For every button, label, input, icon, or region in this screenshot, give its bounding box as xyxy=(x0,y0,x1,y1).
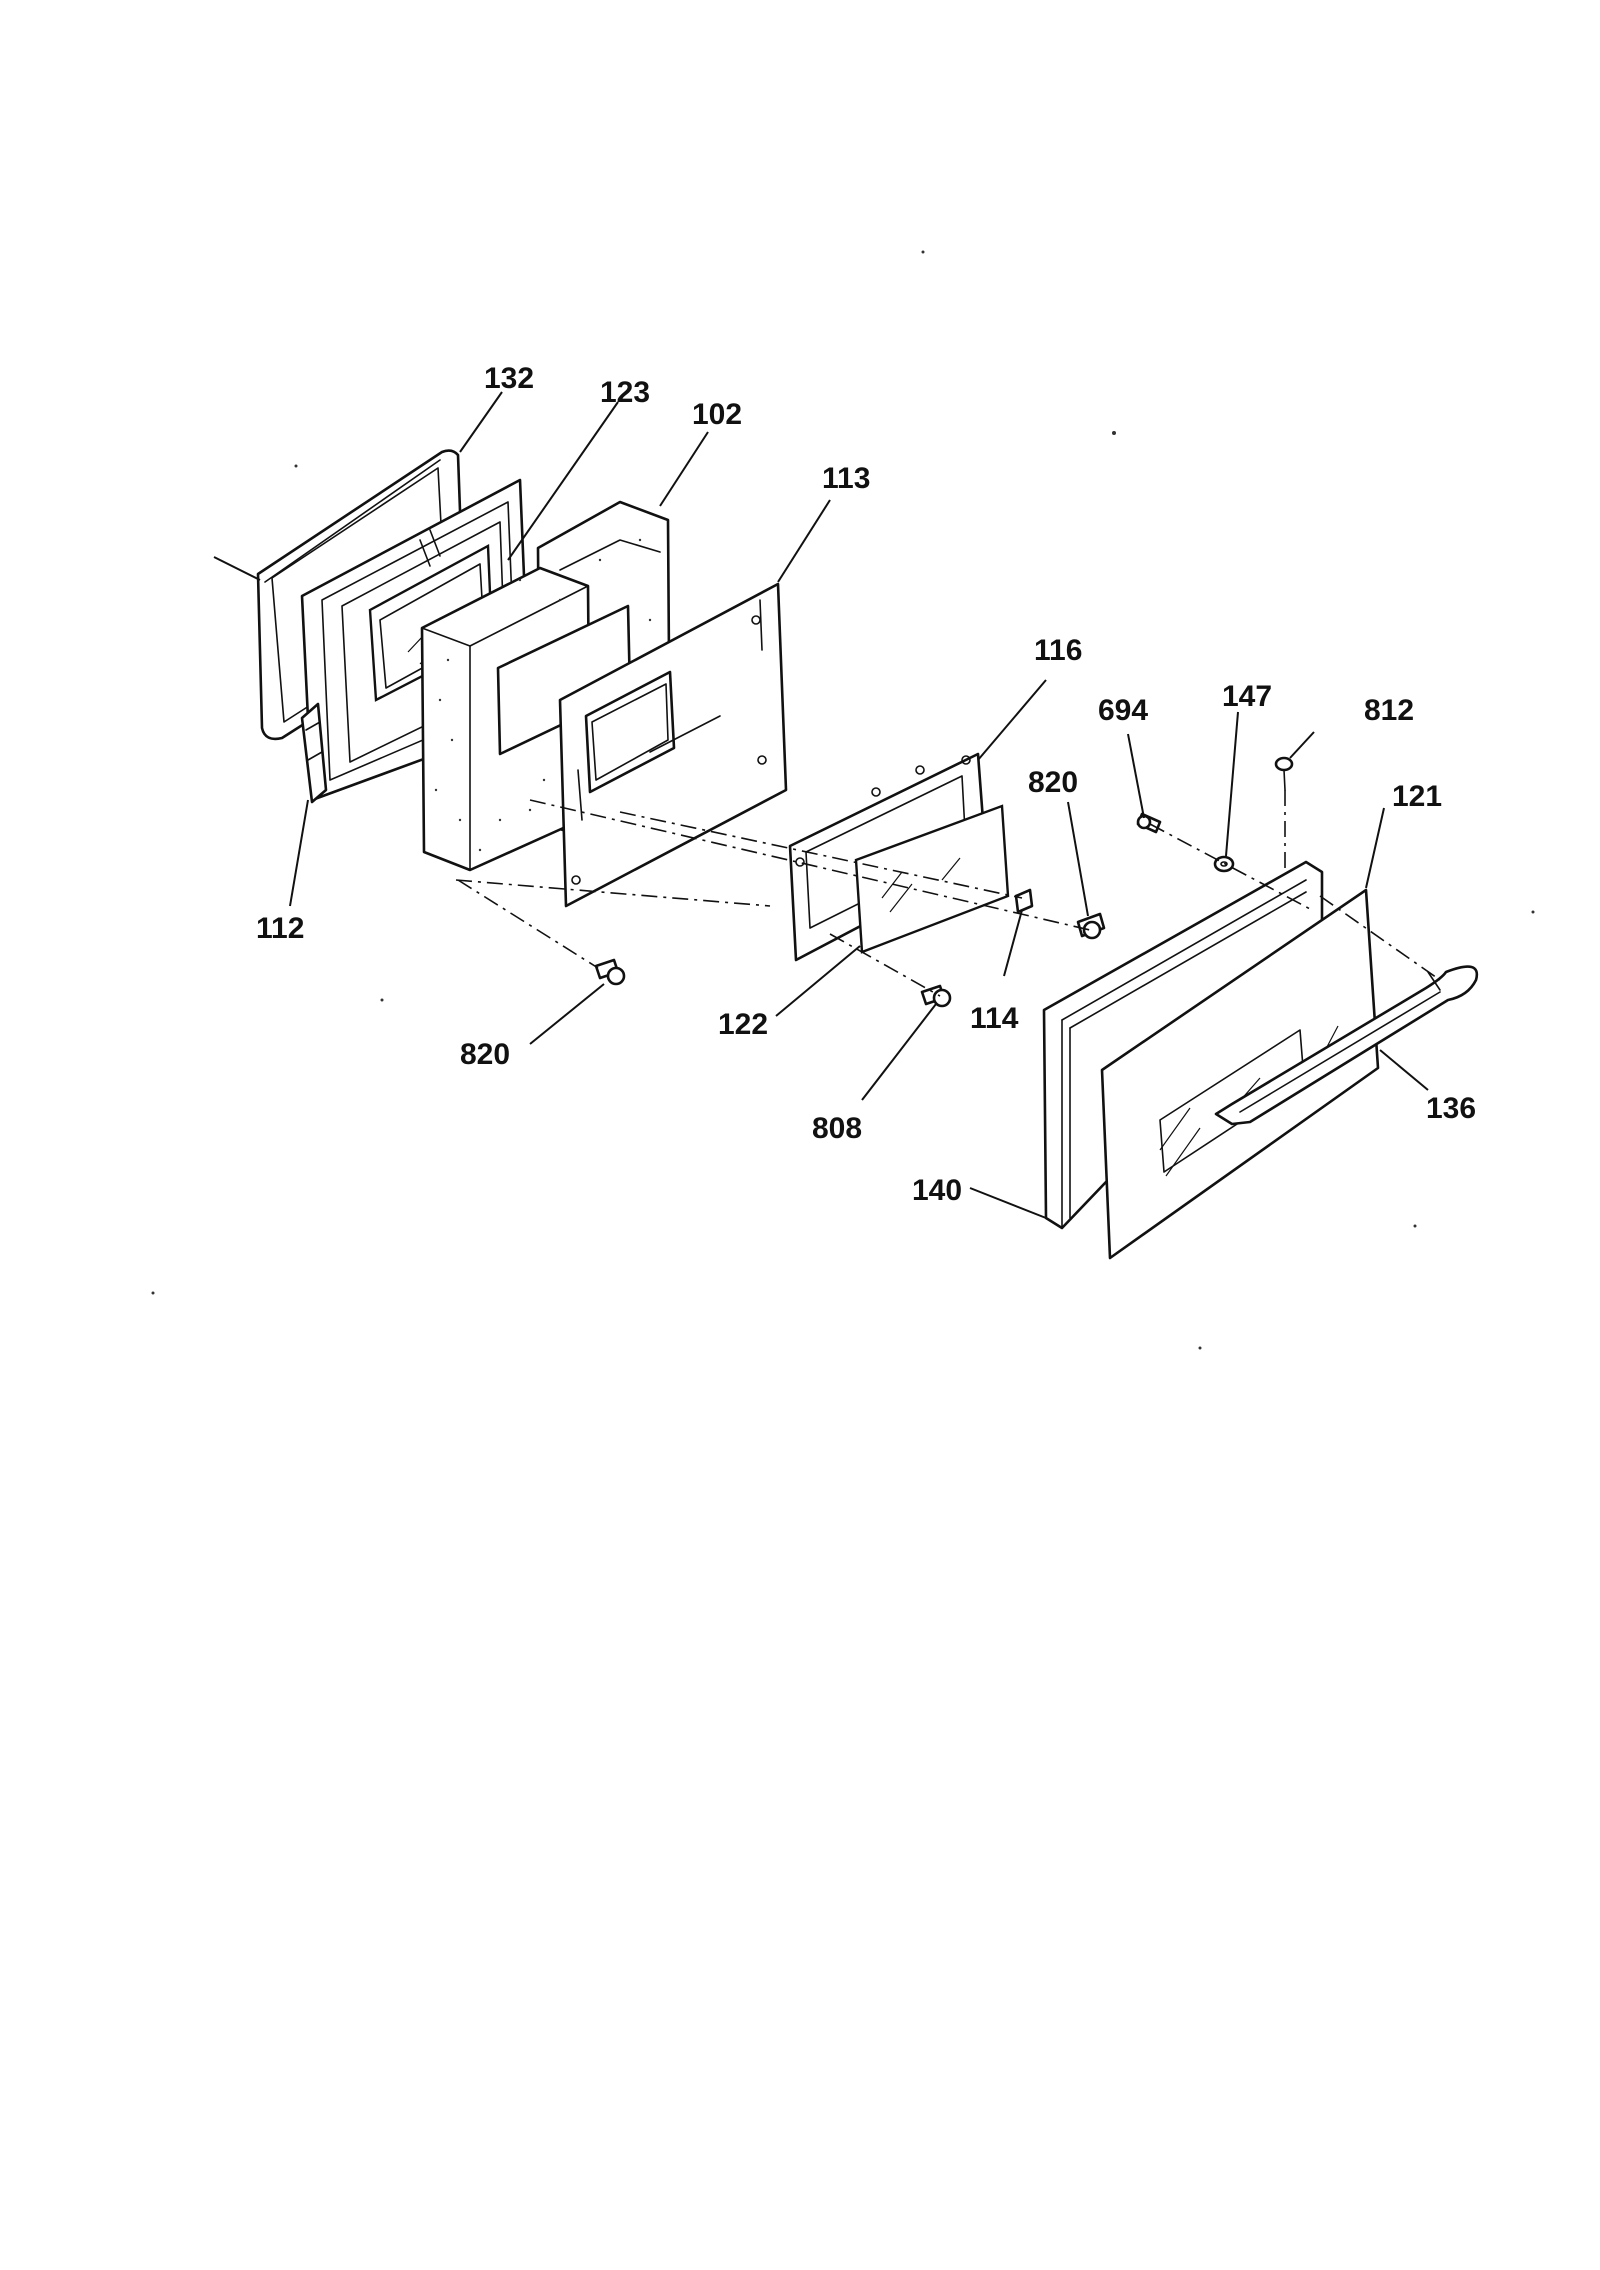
part-820-screw-lower xyxy=(594,958,626,986)
part-694-screw xyxy=(1136,812,1162,834)
part-812-screw xyxy=(1274,756,1294,791)
callout-140: 140 xyxy=(912,1174,962,1207)
callout-147: 147 xyxy=(1222,680,1272,713)
callout-116: 116 xyxy=(1034,634,1082,667)
callout-121: 121 xyxy=(1392,780,1442,813)
part-113-door-liner xyxy=(558,582,788,908)
callout-labels: 132 123 102 113 116 694 147 812 820 121 … xyxy=(256,362,1476,1207)
callout-122: 122 xyxy=(718,1008,768,1041)
part-114-glass-clip xyxy=(1014,888,1034,914)
callout-113: 113 xyxy=(822,462,870,495)
callout-112: 112 xyxy=(256,912,304,945)
part-136-door-handle xyxy=(1214,965,1479,1126)
part-820-screw-upper xyxy=(1076,912,1106,940)
scan-specks xyxy=(151,250,1535,1350)
callout-808: 808 xyxy=(812,1112,862,1145)
callout-123: 123 xyxy=(600,376,650,409)
callout-136: 136 xyxy=(1426,1092,1476,1125)
callout-812: 812 xyxy=(1364,694,1414,727)
assembly-centerlines xyxy=(455,790,1441,997)
callout-114: 114 xyxy=(970,1002,1019,1035)
callout-102: 102 xyxy=(692,398,742,431)
callout-820-lower: 820 xyxy=(460,1038,510,1071)
part-808-screw xyxy=(920,984,952,1008)
callout-694: 694 xyxy=(1098,694,1148,727)
leader-lines xyxy=(213,391,1429,1219)
callout-820-upper: 820 xyxy=(1028,766,1078,799)
part-112-hinge-bracket xyxy=(300,702,328,804)
callout-132: 132 xyxy=(484,362,534,395)
